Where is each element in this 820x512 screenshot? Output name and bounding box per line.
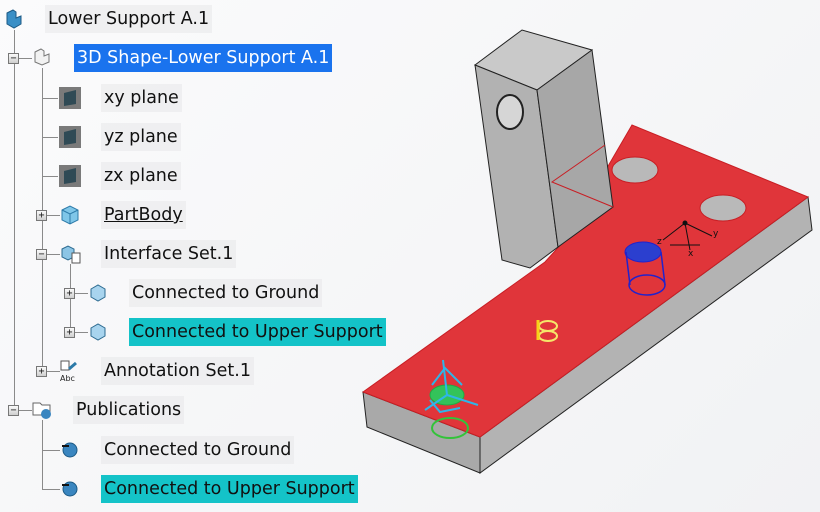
publication-icon <box>62 442 78 458</box>
tree-line <box>46 215 60 216</box>
tree-line <box>42 98 58 99</box>
annotation-marker <box>536 320 558 342</box>
tree-node-interface-connected-to-upper-support[interactable]: Connected to Upper Support <box>129 318 386 346</box>
svg-text:y: y <box>713 229 719 239</box>
interface-set-icon <box>61 245 81 264</box>
tree-line <box>42 137 58 138</box>
tree-line <box>14 30 15 411</box>
collapse-toggle-interface-set[interactable]: − <box>36 249 47 260</box>
tree-node-yz-plane[interactable]: yz plane <box>101 123 181 151</box>
base-plate[interactable] <box>361 124 813 474</box>
tree-line <box>42 176 58 177</box>
3d-shape-icon <box>34 48 50 66</box>
tree-node-interface-connected-to-ground[interactable]: Connected to Ground <box>129 279 323 307</box>
axis-system-icon: z y x <box>657 220 719 259</box>
tree-line <box>42 450 60 451</box>
interface-icon <box>90 284 106 302</box>
hidden-edge <box>550 144 614 208</box>
tree-node-partbody[interactable]: PartBody <box>101 201 186 229</box>
tree-node-zx-plane[interactable]: zx plane <box>101 162 181 190</box>
tree-line <box>18 410 32 411</box>
plate-hole <box>699 194 747 222</box>
expand-toggle-connected-to-upper-support[interactable]: + <box>64 327 75 338</box>
part-body-icon <box>61 205 79 225</box>
product-icon <box>6 9 22 29</box>
plane-icon <box>59 126 81 148</box>
tree-node-3d-shape[interactable]: 3D Shape-Lower Support A.1 <box>74 44 333 72</box>
tree-node-xy-plane[interactable]: xy plane <box>101 84 182 112</box>
tree-node-publications[interactable]: Publications <box>73 396 185 424</box>
tree-node-interface-set[interactable]: Interface Set.1 <box>101 240 237 268</box>
plane-icon <box>59 87 81 109</box>
upright-hole <box>496 94 524 130</box>
collapse-toggle-3d-shape[interactable]: − <box>8 53 19 64</box>
tree-node-publication-connected-to-ground[interactable]: Connected to Ground <box>101 436 295 464</box>
svg-text:z: z <box>657 237 662 247</box>
upright-block[interactable] <box>473 29 614 269</box>
expand-toggle-connected-to-ground[interactable]: + <box>64 288 75 299</box>
tree-line <box>18 58 32 59</box>
upright-front-face <box>474 64 559 269</box>
svg-text:x: x <box>688 249 694 259</box>
tree-line <box>46 371 60 372</box>
tree-node-annotation-set[interactable]: Annotation Set.1 <box>101 357 254 385</box>
plate-top-face-highlighted[interactable] <box>361 124 810 438</box>
plane-icon <box>59 165 81 187</box>
tree-line <box>42 489 60 490</box>
expand-toggle-partbody[interactable]: + <box>36 210 47 221</box>
tree-node-root[interactable]: Lower Support A.1 <box>45 5 213 33</box>
tree-node-publication-connected-to-upper-support[interactable]: Connected to Upper Support <box>101 475 358 503</box>
tree-line <box>42 420 43 489</box>
tree-line <box>46 254 60 255</box>
publication-icon <box>62 481 78 497</box>
interface-icon <box>90 323 106 341</box>
interface-annotation-ground[interactable] <box>424 359 479 439</box>
plate-hole <box>611 156 659 184</box>
tree-line <box>74 293 88 294</box>
tree-line <box>74 332 88 333</box>
collapse-toggle-publications[interactable]: − <box>8 405 19 416</box>
publications-folder-icon <box>32 402 51 419</box>
svg-text:Abc: Abc <box>60 374 75 383</box>
expand-toggle-annotation-set[interactable]: + <box>36 366 47 377</box>
interface-annotation-upper[interactable] <box>624 241 666 296</box>
annotation-set-icon: Abc <box>60 360 77 383</box>
